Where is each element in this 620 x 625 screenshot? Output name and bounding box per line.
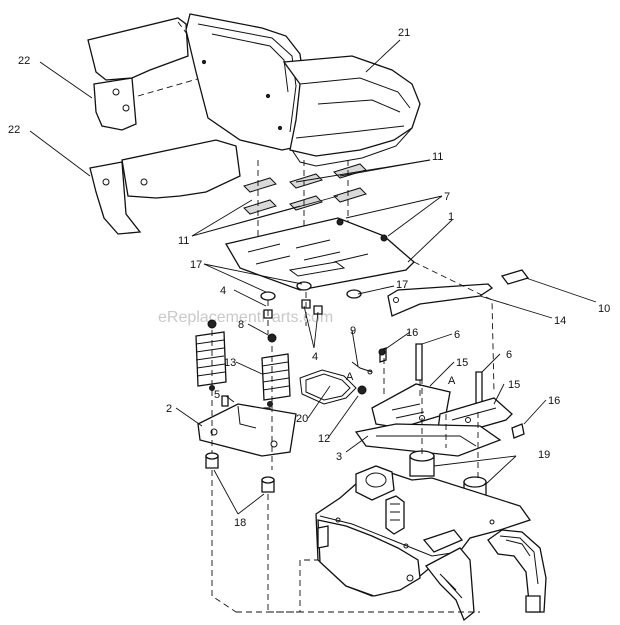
watermark: eReplacementParts.com xyxy=(158,309,333,326)
callout-spring-bracket: 2 xyxy=(166,403,172,415)
callout-seat-plate: 1 xyxy=(448,211,454,223)
callout-adjust-handle: 14 xyxy=(554,315,566,327)
callout-ref-a-right: A xyxy=(448,375,456,387)
callout-slide-plate: 3 xyxy=(336,451,342,463)
callout-bushing: 7 xyxy=(444,191,450,203)
seat-plate xyxy=(224,217,415,291)
callout-pivot-bolt-left: 6 xyxy=(454,329,460,341)
callout-locknut-right: 16 xyxy=(548,395,560,407)
armrest-lower xyxy=(89,139,241,235)
isolators-and-bolts xyxy=(260,281,362,334)
frame xyxy=(236,465,547,622)
callout-spacer: 18 xyxy=(234,517,246,529)
spacers xyxy=(205,452,275,613)
callout-screw: 5 xyxy=(214,389,220,401)
wire-spring-clip xyxy=(299,361,373,405)
spring-assembly xyxy=(195,319,297,470)
callout-pivot-bolt-right: 6 xyxy=(506,349,512,361)
callout-nut: 8 xyxy=(238,319,244,331)
callout-spring: 13 xyxy=(224,357,236,369)
adjust-handle xyxy=(387,269,530,317)
callout-labels: 22 22 21 11 11 7 1 17 17 4 4 10 14 8 13 … xyxy=(8,27,610,529)
callout-bumper: 19 xyxy=(538,449,550,461)
callout-locknut: 16 xyxy=(406,327,418,339)
callout-rail-left: 15 xyxy=(456,357,468,369)
leader-lines xyxy=(29,39,597,515)
callout-seat-pad-right: 11 xyxy=(432,151,443,163)
callout-armrest-upper: 22 xyxy=(18,55,30,67)
callout-isolators-left: 17 xyxy=(190,259,202,271)
callout-bolt-left: 4 xyxy=(220,285,226,297)
callout-handle-grip: 10 xyxy=(598,303,610,315)
callout-seat-pad-left: 11 xyxy=(178,235,189,247)
seat-pads xyxy=(243,160,367,236)
callout-isolators-right: 17 xyxy=(396,279,408,291)
rail-assembly xyxy=(354,343,525,457)
callout-bolt-right: 4 xyxy=(312,351,318,363)
callout-clip: 9 xyxy=(350,325,356,337)
callout-ref-a-left: A xyxy=(346,371,354,383)
callout-wire-spring: 20 xyxy=(296,413,308,425)
callout-seat: 21 xyxy=(398,27,410,39)
seat xyxy=(185,13,421,167)
callout-rail-right: 15 xyxy=(508,379,520,391)
callout-armrest-lower: 22 xyxy=(8,124,20,136)
callout-washer: 12 xyxy=(318,433,330,445)
assembly-guides xyxy=(383,261,495,448)
